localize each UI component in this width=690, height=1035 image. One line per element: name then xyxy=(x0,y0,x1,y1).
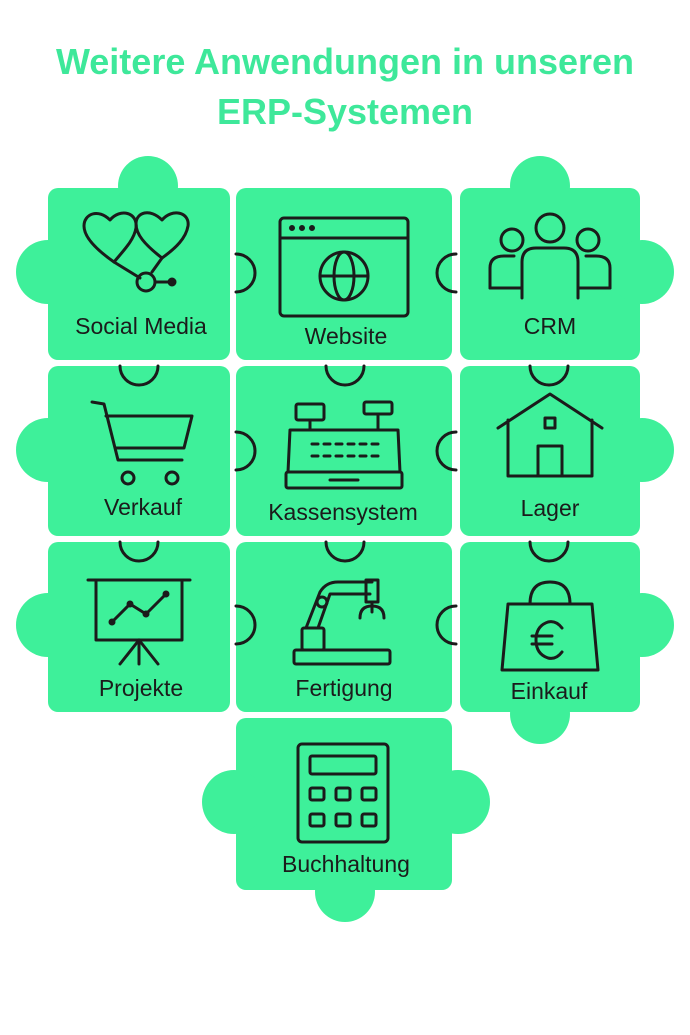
shopping-cart-icon xyxy=(90,400,194,486)
puzzle-shapes xyxy=(16,156,674,922)
piece-label-projekte: Projekte xyxy=(99,675,183,701)
piece-label-website: Website xyxy=(305,323,388,349)
puzzle-piece-fertigung xyxy=(236,542,452,712)
page-title-line-1: Weitere Anwendungen in unseren xyxy=(55,41,635,82)
piece-label-lager: Lager xyxy=(521,495,580,521)
puzzle-piece-social-media xyxy=(48,188,230,360)
cash-register-icon xyxy=(284,400,404,490)
piece-label-kassensystem: Kassensystem xyxy=(268,499,418,525)
presentation-chart-icon xyxy=(86,578,192,666)
shopping-bag-euro-icon xyxy=(500,580,600,672)
puzzle-piece-kassensystem xyxy=(236,366,452,536)
robot-arm-icon xyxy=(292,578,392,666)
piece-label-einkauf: Einkauf xyxy=(511,678,588,704)
piece-labels: Social Media Website CRM Verkauf Kassens… xyxy=(75,313,588,877)
piece-label-crm: CRM xyxy=(524,313,576,339)
puzzle-piece-verkauf xyxy=(48,366,230,536)
warehouse-house-icon xyxy=(496,392,604,478)
piece-label-verkauf: Verkauf xyxy=(104,494,183,520)
page-title-line-2: ERP-Systemen xyxy=(216,91,474,132)
website-globe-icon xyxy=(278,216,410,318)
puzzle-piece-lager xyxy=(460,366,640,536)
piece-label-social-media: Social Media xyxy=(75,313,207,339)
calculator-icon xyxy=(296,742,390,844)
puzzle-connector-outlines xyxy=(118,252,570,646)
puzzle-piece-projekte xyxy=(48,542,230,712)
piece-label-buchhaltung: Buchhaltung xyxy=(282,851,410,877)
puzzle-piece-buchhaltung xyxy=(236,718,452,890)
hearts-network-icon xyxy=(82,211,190,293)
piece-label-fertigung: Fertigung xyxy=(295,675,392,701)
people-group-icon xyxy=(488,212,612,300)
